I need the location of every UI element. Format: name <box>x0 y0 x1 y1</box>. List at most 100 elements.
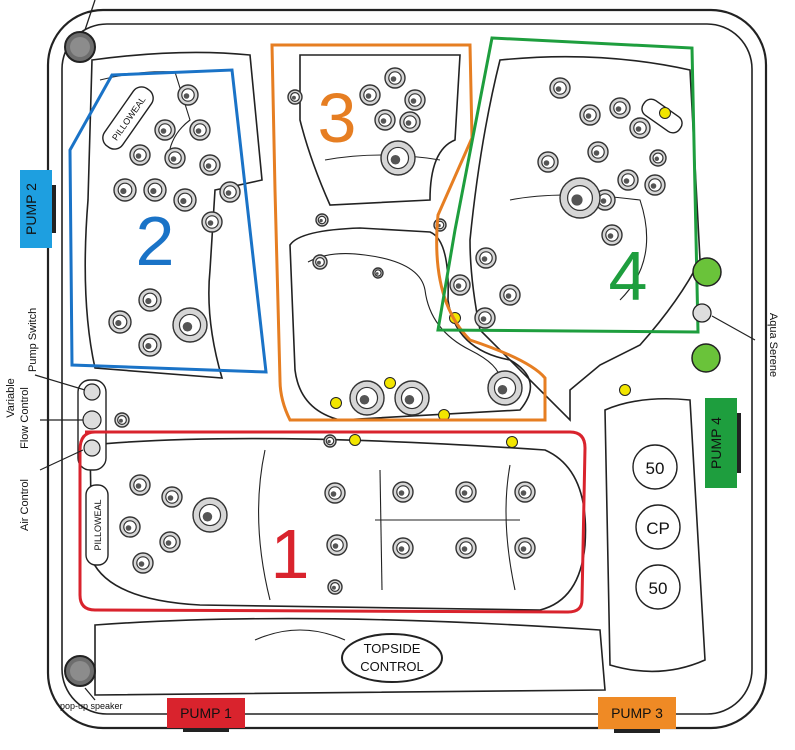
pump-switch-callout: Pump Switch <box>27 308 39 372</box>
jet-icon <box>399 111 421 133</box>
jet-icon <box>609 97 631 119</box>
jet-icon <box>394 380 430 416</box>
jet-icon <box>380 140 416 176</box>
zone-number-4: 4 <box>609 237 648 315</box>
speaker-icon <box>64 31 96 63</box>
jet-icon <box>154 119 176 141</box>
jet-icon <box>629 117 651 139</box>
jet-icon <box>327 579 343 595</box>
jet-icon <box>143 178 167 202</box>
jet-icon <box>287 89 303 105</box>
topside-label-line2: CONTROL <box>360 659 424 674</box>
jet-icon <box>326 534 348 556</box>
led-light-icon <box>619 384 631 396</box>
pump-switch-button[interactable] <box>83 383 101 401</box>
zone-numbers: 1 2 3 4 <box>136 79 648 593</box>
popup-speaker-callout: pop-up speaker <box>60 701 123 711</box>
zone-2-outline <box>68 68 268 374</box>
jet-icon <box>384 67 406 89</box>
speakers <box>64 0 96 701</box>
jet-icon <box>455 537 477 559</box>
breaker-panel: 50 CP 50 <box>632 444 681 610</box>
jet-icon <box>549 77 571 99</box>
jet-icon <box>499 284 521 306</box>
jet-icon <box>129 144 151 166</box>
variable-flow-dial[interactable] <box>82 410 102 430</box>
jet-icon <box>644 174 666 196</box>
jet-icon <box>192 497 228 533</box>
led-lights-layer <box>330 107 671 448</box>
variable-flow-callout-1: Variable <box>5 378 17 418</box>
svg-text:PUMP 1: PUMP 1 <box>180 705 232 721</box>
zone-1-outline <box>78 430 587 614</box>
svg-text:PUMP 3: PUMP 3 <box>611 705 663 721</box>
aqua-serene-control <box>692 303 712 323</box>
jet-icon <box>359 84 381 106</box>
jet-icon <box>312 254 328 270</box>
jet-icon <box>449 274 471 296</box>
jet-icon <box>559 177 601 219</box>
jet-icon <box>475 247 497 269</box>
jet-icon <box>349 380 385 416</box>
breaker-label-2: 50 <box>649 579 668 598</box>
jets-layer <box>108 67 667 595</box>
jet-icon <box>129 474 151 496</box>
svg-text:PUMP 4: PUMP 4 <box>708 417 724 469</box>
zone-number-1: 1 <box>271 515 310 593</box>
jet-icon <box>324 482 346 504</box>
jet-icon <box>404 89 426 111</box>
jet-icon <box>537 151 559 173</box>
led-light-icon <box>659 107 671 119</box>
jet-icon <box>315 213 329 227</box>
aqua-serene-icon <box>692 257 722 287</box>
led-light-icon <box>506 436 518 448</box>
led-light-icon <box>384 377 396 389</box>
jet-icon <box>119 516 141 538</box>
jet-icon <box>173 188 197 212</box>
jet-icon <box>164 147 186 169</box>
air-control-callout: Air Control <box>19 479 31 531</box>
topside-control[interactable]: TOPSIDE CONTROL <box>341 633 443 683</box>
speaker-icon <box>64 655 96 687</box>
jet-icon <box>113 178 137 202</box>
jet-icon <box>323 434 337 448</box>
svg-text:PUMP 2: PUMP 2 <box>23 183 39 235</box>
callout-labels: Pump Switch Variable Flow Control Air Co… <box>5 308 779 711</box>
zone-4-outline <box>436 36 700 334</box>
left-control-panel <box>34 374 102 471</box>
jet-icon <box>474 307 496 329</box>
topside-label-line1: TOPSIDE <box>364 641 421 656</box>
jet-icon <box>374 109 396 131</box>
pump-labels: PUMP 1 PUMP 2 PUMP 3 PUMP 4 <box>20 170 741 733</box>
pillow-label-lower: PILLOWEAL <box>93 499 103 550</box>
jet-icon <box>514 481 536 503</box>
jet-icon <box>201 211 223 233</box>
jet-icon <box>138 333 162 357</box>
pillow-lower-left: PILLOWEAL <box>85 484 109 566</box>
jet-icon <box>514 537 536 559</box>
jet-icon <box>649 149 667 167</box>
jet-icon <box>617 169 639 191</box>
jet-icon <box>372 267 384 279</box>
jet-icon <box>219 181 241 203</box>
pump-1-label: PUMP 1 <box>167 698 245 732</box>
aqua-serene-fixtures <box>691 257 756 373</box>
jet-icon <box>177 84 199 106</box>
jet-icon <box>172 307 208 343</box>
led-light-icon <box>349 434 361 446</box>
zone-3-outline <box>270 43 547 422</box>
aqua-serene-callout: Aqua Serene <box>767 313 779 377</box>
air-control-dial[interactable] <box>83 439 101 457</box>
jet-icon <box>108 310 132 334</box>
zone-number-2: 2 <box>136 202 175 280</box>
jet-icon <box>161 486 183 508</box>
aqua-serene-icon <box>691 343 721 373</box>
jet-icon <box>601 224 623 246</box>
jet-icon <box>114 412 130 428</box>
jet-icon <box>487 370 523 406</box>
zone-number-3: 3 <box>318 79 357 157</box>
jet-icon <box>392 537 414 559</box>
jet-icon <box>455 481 477 503</box>
jet-icon <box>199 154 221 176</box>
